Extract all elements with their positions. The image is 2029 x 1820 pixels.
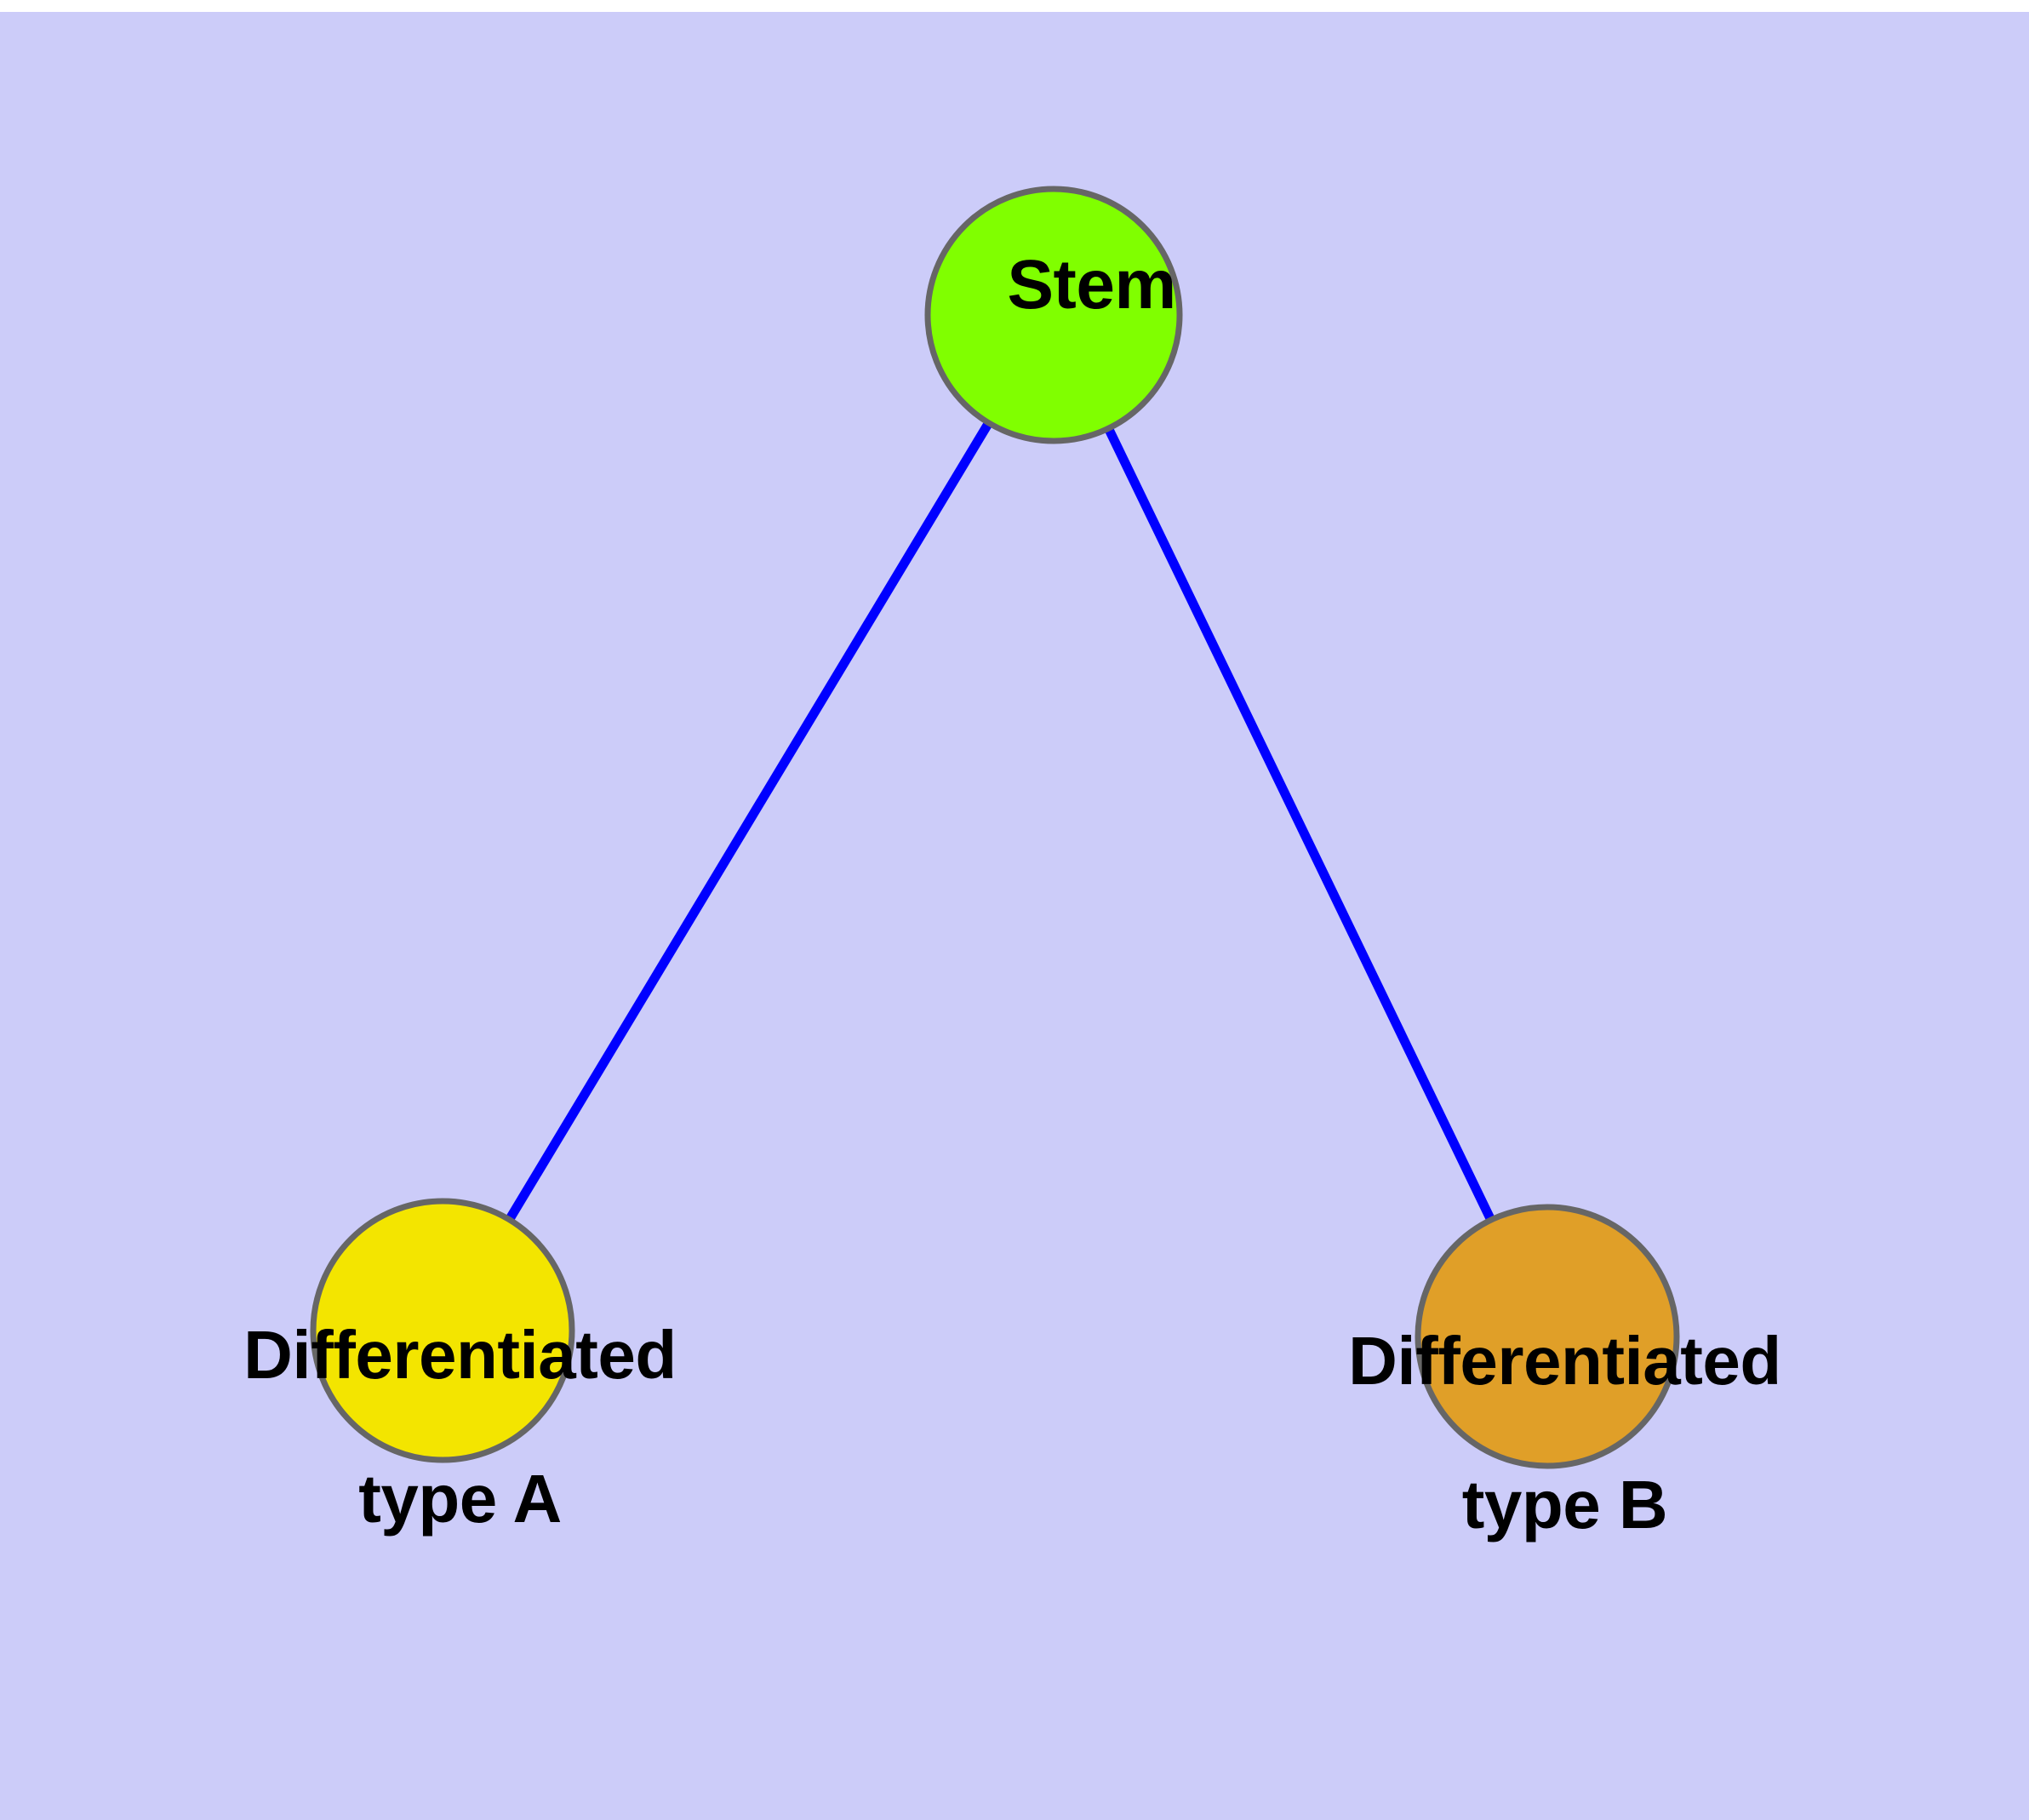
node-differentiated-type-a[interactable] [310, 1198, 575, 1463]
edge-stem-to-differentiated-b[interactable] [1097, 412, 1502, 1236]
node-layer [310, 186, 1680, 1469]
edge-stem-to-differentiated-a[interactable] [497, 407, 1001, 1236]
node-differentiated-type-b[interactable] [1415, 1204, 1680, 1469]
node-stem[interactable] [924, 186, 1183, 444]
edge-layer [497, 407, 1502, 1236]
